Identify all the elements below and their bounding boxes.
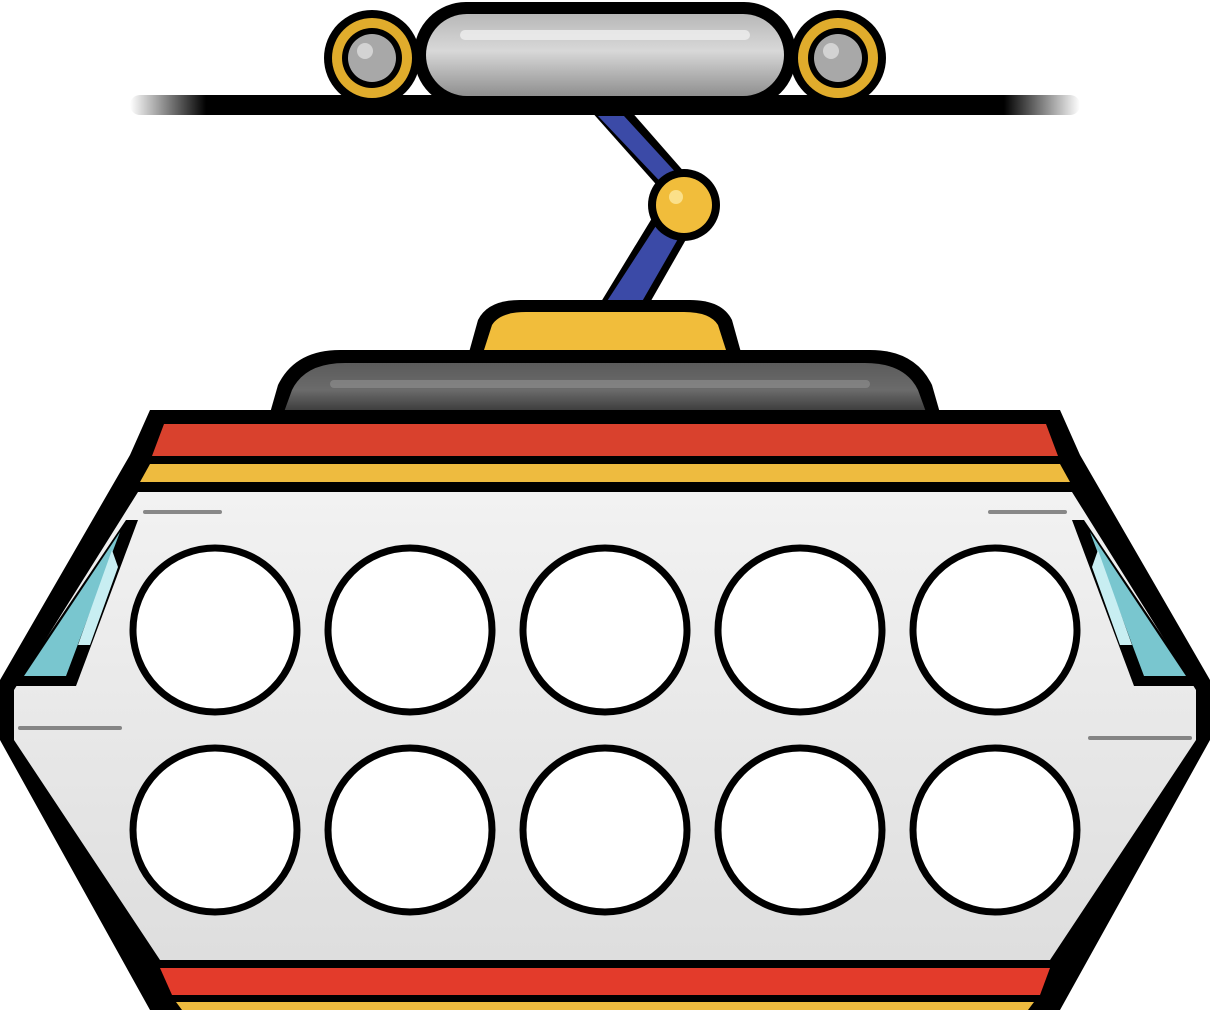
- window-row2-col4: [714, 744, 886, 916]
- gondola-body-panel: [14, 492, 1196, 960]
- top-yellow-stripe: [140, 464, 1070, 482]
- roof-mount: [468, 300, 742, 356]
- right-side-window: [1072, 520, 1196, 686]
- window-row1-col2: [324, 544, 496, 716]
- left-side-window: [14, 520, 138, 686]
- window-row1-col1: [129, 544, 301, 716]
- bottom-yellow-stripe: [176, 1002, 1034, 1010]
- window-row2-col5: [909, 744, 1081, 916]
- left-wheel-icon: [324, 10, 420, 106]
- bottom-red-stripe: [160, 968, 1050, 995]
- window-grid: [129, 544, 1081, 916]
- window-row1-col4: [714, 544, 886, 716]
- top-red-stripe: [152, 424, 1058, 456]
- window-row2-col3: [519, 744, 691, 916]
- window-row1-col5: [909, 544, 1081, 716]
- right-wheel-icon: [790, 10, 886, 106]
- suspension-arm: [590, 110, 720, 320]
- gondola-roof: [268, 350, 942, 420]
- trolley-housing: [414, 2, 796, 108]
- window-row2-col1: [129, 744, 301, 916]
- window-row2-col2: [324, 744, 496, 916]
- window-row1-col3: [519, 544, 691, 716]
